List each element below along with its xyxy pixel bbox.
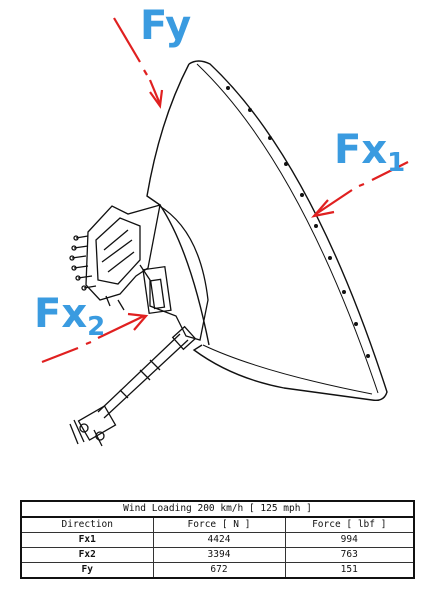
antenna-drawing <box>41 17 409 447</box>
table-row: Fy 672 151 <box>20 562 415 579</box>
force-arrows <box>41 17 409 364</box>
force-lbf-cell: 151 <box>284 562 415 579</box>
fx2-subscript: 2 <box>87 312 106 342</box>
fy-text: Fy <box>140 3 192 49</box>
arrow-fx2 <box>41 312 149 364</box>
fx2-text: Fx <box>34 291 88 337</box>
support-arm <box>69 325 197 447</box>
direction-cell: Fx1 <box>20 532 154 548</box>
arrow-fx1 <box>311 161 409 218</box>
table-title-row: Wind Loading 200 km/h [ 125 mph ] <box>20 500 415 518</box>
force-label-fx2: Fx2 <box>34 294 105 340</box>
force-label-fy: Fy <box>140 6 191 46</box>
arrow-fy <box>113 17 164 109</box>
fx1-subscript: 1 <box>387 148 406 178</box>
header-force-n: Force [ N ] <box>152 516 286 533</box>
dish-reflector <box>146 60 388 402</box>
force-n-cell: 672 <box>152 562 286 579</box>
direction-cell: Fy <box>20 562 154 579</box>
header-direction: Direction <box>20 516 154 533</box>
table-header-row: Direction Force [ N ] Force [ lbf ] <box>20 516 415 533</box>
mount-assembly <box>69 204 209 341</box>
force-lbf-cell: 763 <box>284 547 415 563</box>
table-title: Wind Loading 200 km/h [ 125 mph ] <box>20 500 415 518</box>
force-label-fx1: Fx1 <box>334 130 405 176</box>
table-row: Fx1 4424 994 <box>20 532 415 548</box>
force-n-cell: 4424 <box>152 532 286 548</box>
header-force-lbf: Force [ lbf ] <box>284 516 415 533</box>
rim-bolts <box>226 86 370 358</box>
direction-cell: Fx2 <box>20 547 154 563</box>
table-row: Fx2 3394 763 <box>20 547 415 563</box>
force-lbf-cell: 994 <box>284 532 415 548</box>
wind-loading-table: Wind Loading 200 km/h [ 125 mph ] Direct… <box>20 500 416 579</box>
force-n-cell: 3394 <box>152 547 286 563</box>
fx1-text: Fx <box>334 127 388 173</box>
